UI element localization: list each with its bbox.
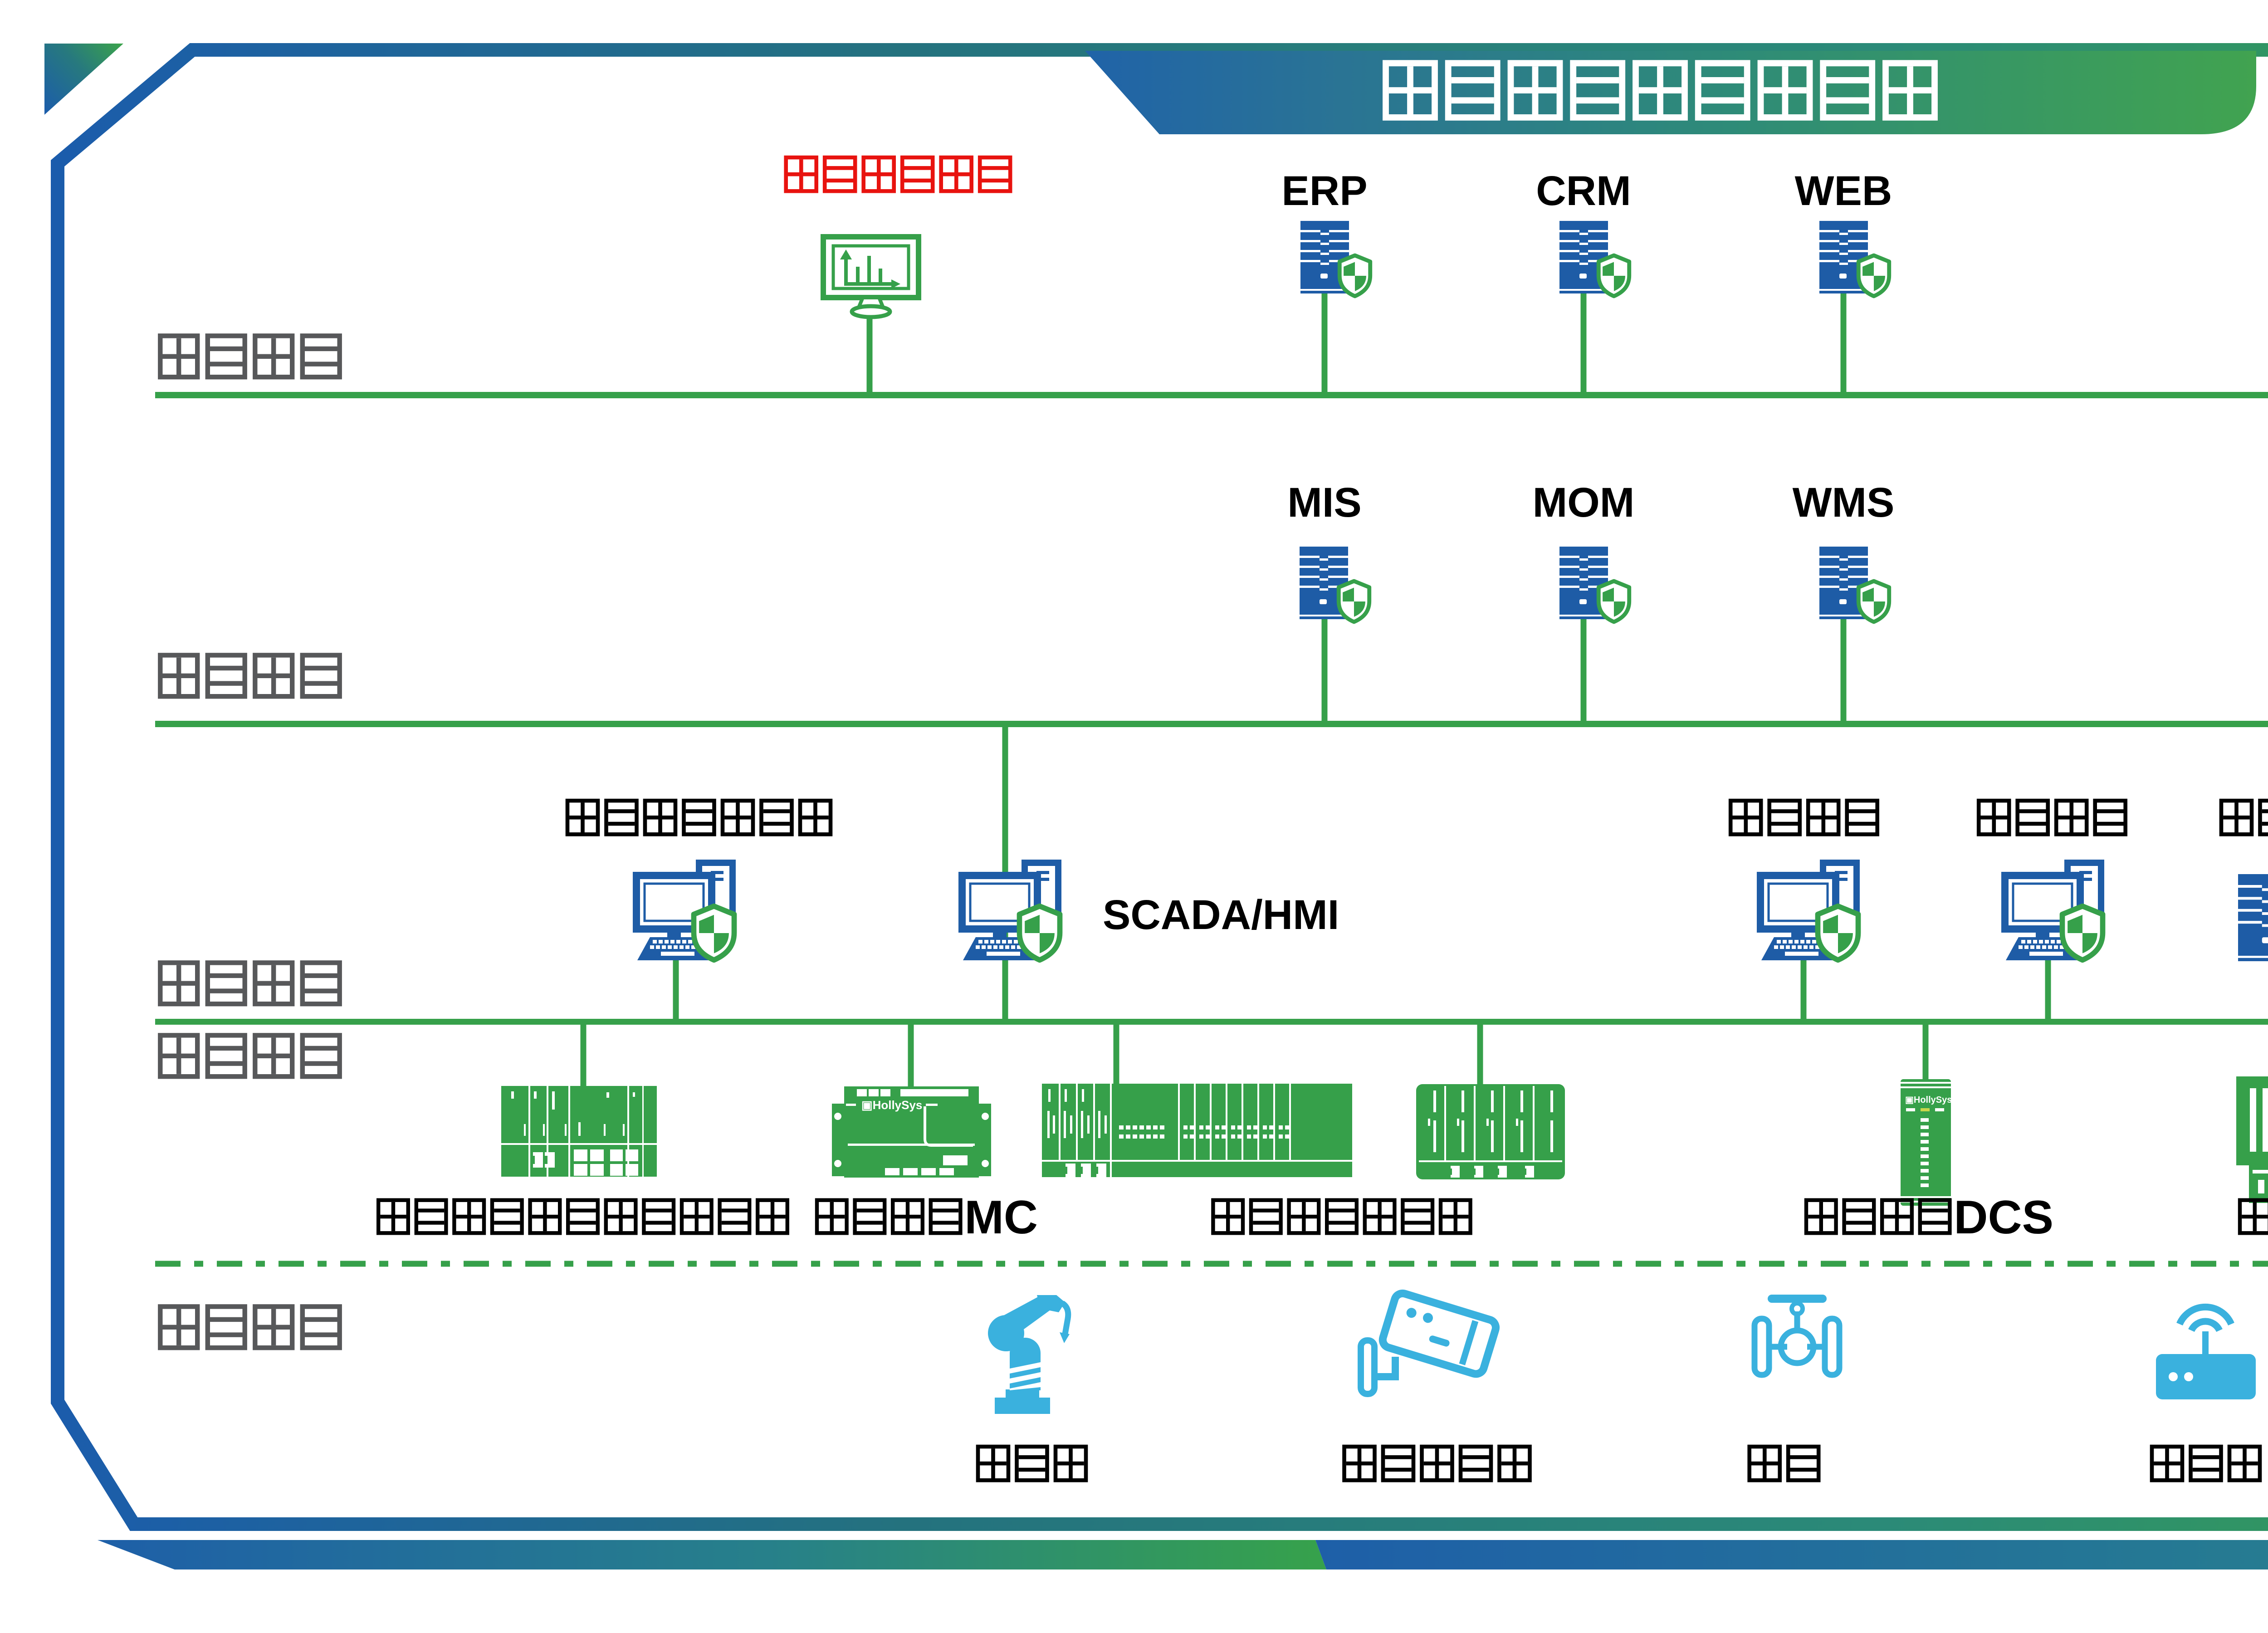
svg-text:MIS: MIS: [1287, 479, 1362, 526]
svg-text:DCS: DCS: [1954, 1191, 2053, 1244]
svg-text:▣HollySys: ▣HollySys: [861, 1098, 922, 1112]
svg-text:MOM: MOM: [1533, 479, 1635, 526]
svg-text:WMS: WMS: [1793, 479, 1895, 526]
svg-text:▣HollySys: ▣HollySys: [1905, 1095, 1952, 1105]
svg-text:CRM: CRM: [1536, 168, 1631, 214]
svg-text:WEB: WEB: [1795, 168, 1892, 214]
svg-text:MC: MC: [964, 1191, 1038, 1244]
svg-text:SCADA/HMI: SCADA/HMI: [1103, 892, 1339, 938]
svg-text:ERP: ERP: [1281, 168, 1367, 214]
